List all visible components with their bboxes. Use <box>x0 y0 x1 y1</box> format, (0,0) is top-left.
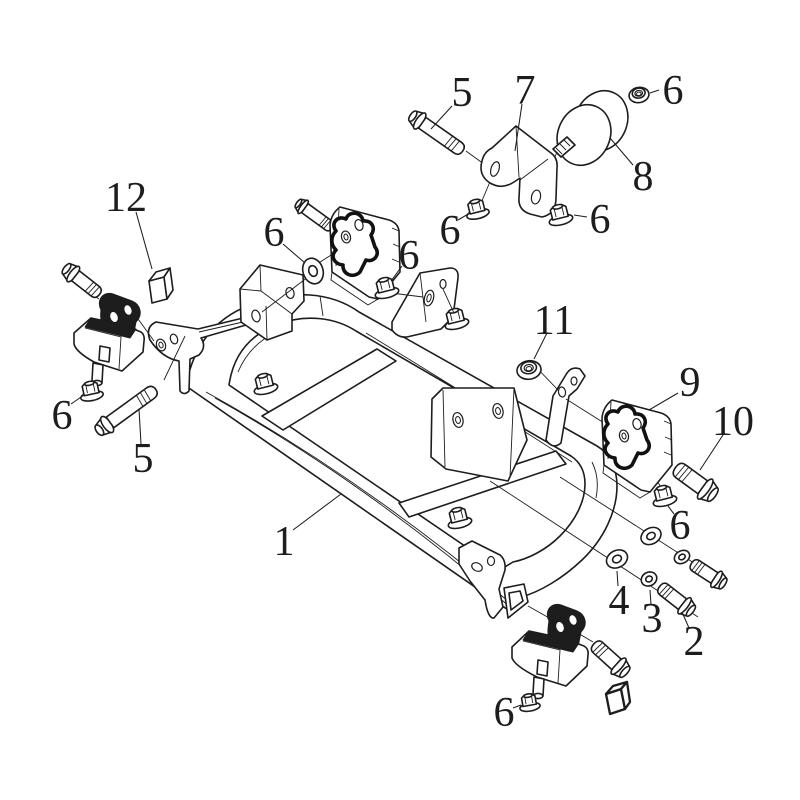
engine-mount-bottom <box>511 603 635 714</box>
callout-leader-5-17 <box>138 408 142 445</box>
callout-label-3-14: 3 <box>642 596 663 642</box>
callout-leader-4-13 <box>616 570 619 587</box>
flat-washer <box>637 523 665 549</box>
square-spacer-12 <box>148 267 174 304</box>
callout-leader-6-4 <box>457 212 471 221</box>
callout-label-6-2: 6 <box>663 68 684 114</box>
main-frame <box>147 264 618 619</box>
frame-bracket-front-left <box>147 317 247 395</box>
spring-washer-3 <box>638 568 660 590</box>
callout-label-5-17: 5 <box>133 436 154 482</box>
callout-label-6-12: 6 <box>670 503 691 549</box>
callout-label-10-11: 10 <box>712 399 754 445</box>
callout-leader-10-11 <box>699 434 724 471</box>
callout-leader-6-19 <box>512 704 522 709</box>
mount-bracket-7 <box>480 125 558 218</box>
frame-tube-end <box>503 583 529 619</box>
flange-nut <box>462 196 491 222</box>
mount-bolt <box>57 258 107 303</box>
callout-leader-6-12 <box>667 505 675 515</box>
square-spacer-bottom <box>604 680 632 716</box>
callout-leader-2-15 <box>681 611 690 629</box>
frame-bracket-lower-right <box>458 540 506 619</box>
callout-label-6-19: 6 <box>494 690 515 736</box>
callout-leader-6-7 <box>282 243 306 264</box>
callout-label-5-0: 5 <box>452 70 473 116</box>
callout-label-8-3: 8 <box>633 154 654 200</box>
callout-leader-6-18 <box>70 394 85 405</box>
mount-bolt <box>586 635 635 683</box>
callout-label-6-7: 6 <box>264 210 285 256</box>
callout-leader-6-8 <box>390 265 403 282</box>
frame-bracket-center-right <box>430 387 528 482</box>
callout-leader-3-14 <box>649 589 652 606</box>
callout-leader-5-0 <box>430 105 453 130</box>
callout-label-1-16: 1 <box>274 519 295 565</box>
engine-mount-left <box>57 258 145 404</box>
flat-washer-4 <box>602 545 632 573</box>
frame-bracket-channel <box>239 264 305 341</box>
callout-leader-7-1 <box>514 103 523 152</box>
callout-label-6-4: 6 <box>440 208 461 254</box>
callout-label-7-1: 7 <box>515 68 536 114</box>
callout-leader-8-3 <box>609 137 634 166</box>
callout-label-12-6: 12 <box>105 175 147 221</box>
callout-leader-6-2 <box>649 89 660 94</box>
callout-leader-6-5 <box>573 214 588 218</box>
bolt-long-left <box>90 380 163 441</box>
frame-crossmember-front <box>261 348 397 431</box>
callout-label-4-13: 4 <box>609 578 630 624</box>
flange-nut-11 <box>514 358 544 382</box>
callout-label-6-8: 6 <box>399 233 420 279</box>
callout-label-6-18: 6 <box>52 393 73 439</box>
callout-label-11-9: 11 <box>534 298 574 344</box>
mount-plate-upper <box>291 195 401 306</box>
callout-leader-12-6 <box>135 211 153 270</box>
callout-leader-1-16 <box>292 493 342 531</box>
callout-label-2-15: 2 <box>684 619 705 665</box>
callout-leader-9-10 <box>648 392 679 411</box>
flange-nut-top-right <box>627 85 651 105</box>
frame-bracket-tall-right <box>545 367 586 447</box>
flange-bolt <box>685 554 731 594</box>
callout-label-9-10: 9 <box>680 360 701 406</box>
mount-plate-9 <box>601 399 673 499</box>
callout-leader-11-9 <box>533 332 548 360</box>
callout-label-6-5: 6 <box>590 197 611 243</box>
round-rubber-mount-8 <box>552 89 629 167</box>
